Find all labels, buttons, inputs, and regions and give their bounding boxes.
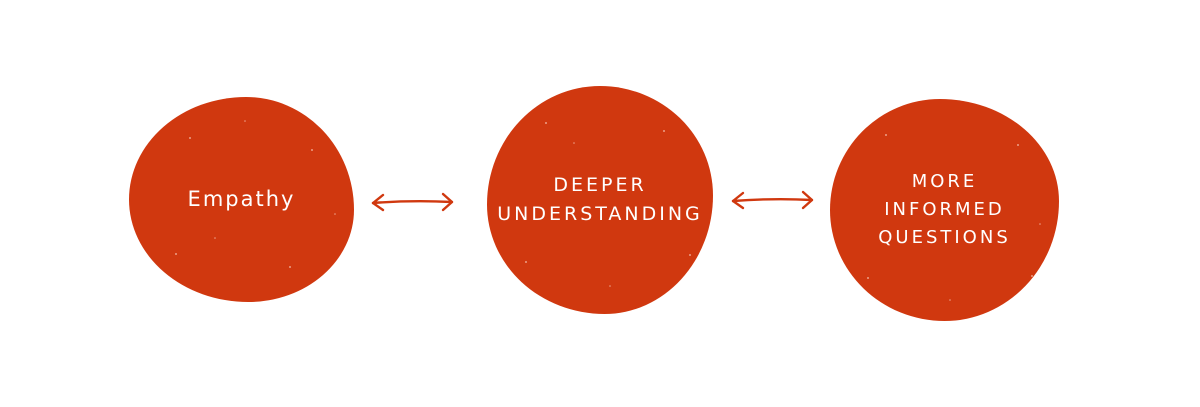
node-deeper-understanding: DEEPER UNDERSTANDING [487, 86, 713, 314]
node-label-line: DEEPER [553, 173, 647, 196]
node-empathy: Empathy [129, 97, 354, 302]
node-label-line: MORE [911, 171, 978, 193]
node-label-line: INFORMED [884, 199, 1005, 221]
double-arrow-icon [371, 192, 454, 212]
node-label-line: UNDERSTANDING [497, 203, 703, 225]
double-arrow-icon [731, 190, 814, 210]
node-label-line: QUESTIONS [878, 226, 1011, 248]
node-more-informed-questions: MORE INFORMED QUESTIONS [830, 99, 1059, 321]
node-label-line: Empathy [187, 187, 296, 212]
